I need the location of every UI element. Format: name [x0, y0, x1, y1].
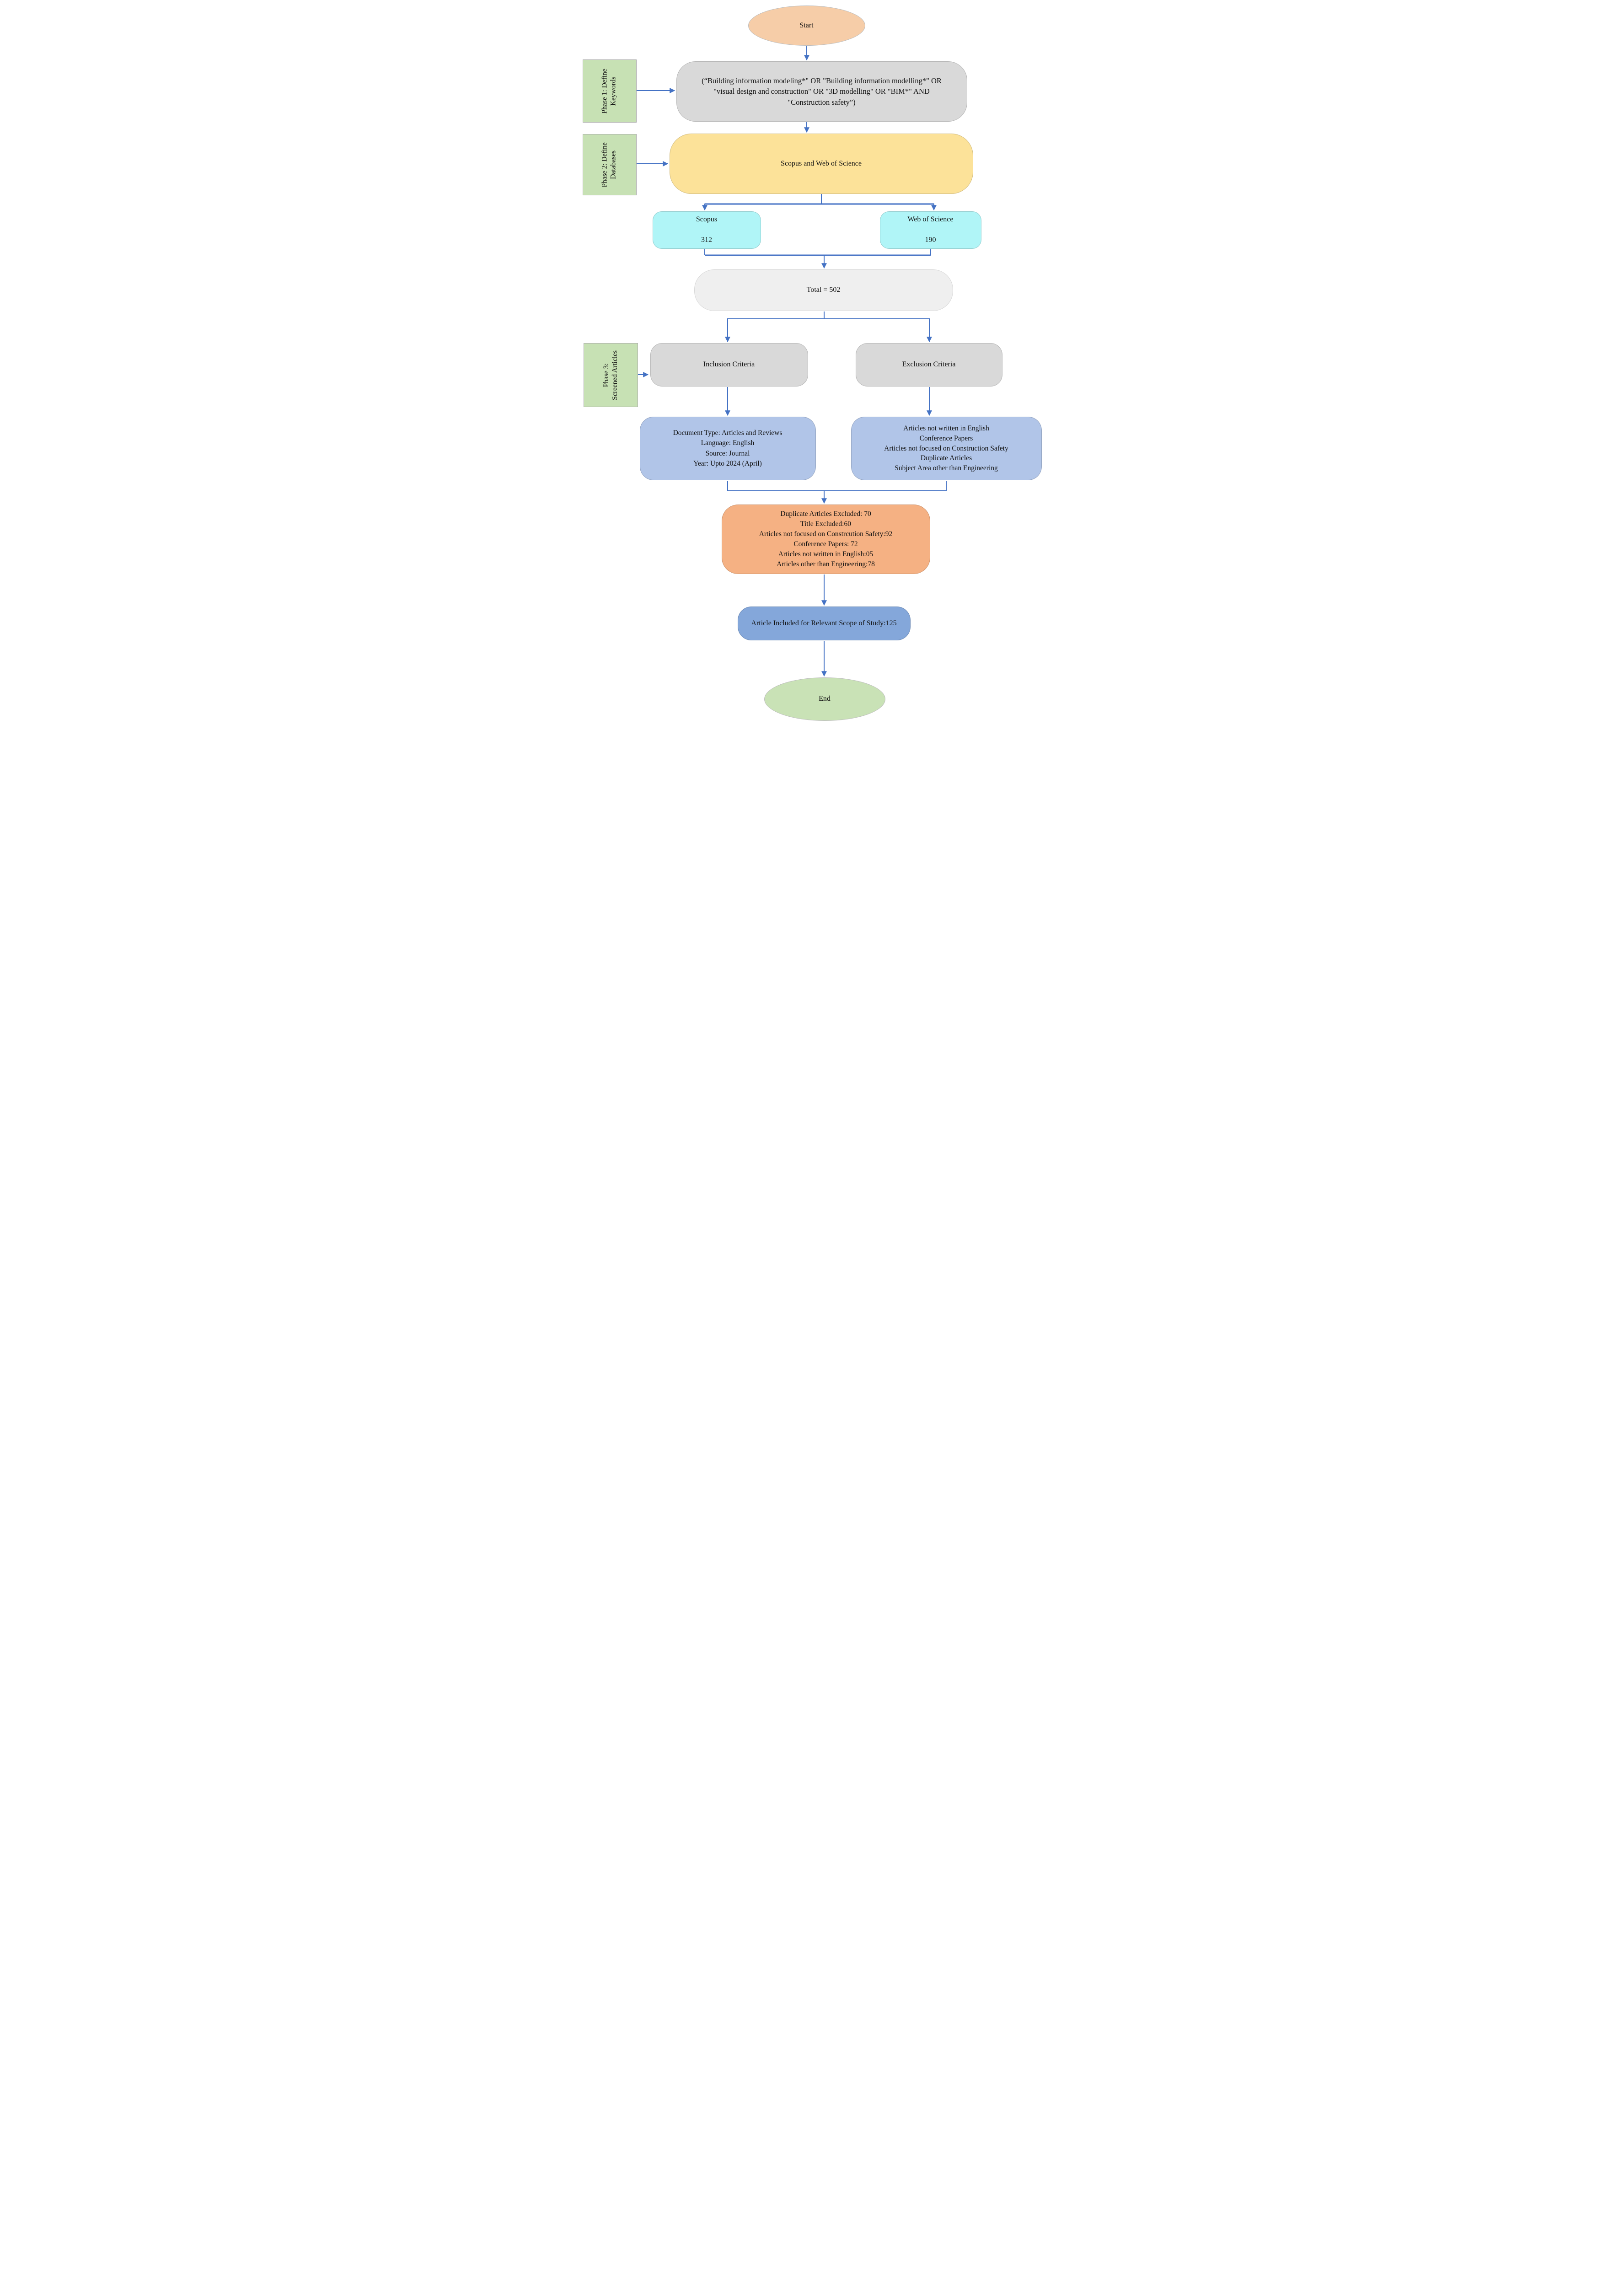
exclusion-details-node: Articles not written in English Conferen…	[851, 417, 1042, 480]
phase-1-label-box: Phase 1: Define Keywords	[582, 59, 637, 123]
screening-exclusions-node: Duplicate Articles Excluded: 70 Title Ex…	[721, 505, 930, 574]
web-of-science-count: 190	[925, 236, 936, 244]
phase-2-label: Phase 2: Define Databases	[601, 142, 618, 188]
inclusion-criteria-node: Inclusion Criteria	[650, 343, 808, 387]
start-node: Start	[748, 5, 865, 46]
total-node: Total = 502	[694, 269, 953, 311]
phase-3-label-box: Phase 3: Screened Articles	[583, 343, 638, 407]
phase-3-label: Phase 3: Screened Articles	[602, 350, 619, 400]
scopus-node: Scopus 312	[652, 211, 761, 249]
scopus-count: 312	[701, 236, 712, 244]
flowchart-canvas: Start Phase 1: Define Keywords (“Buildin…	[578, 0, 1046, 723]
end-node: End	[764, 677, 885, 721]
scopus-label: Scopus	[696, 215, 718, 223]
phase-1-label: Phase 1: Define Keywords	[601, 68, 618, 114]
exclusion-criteria-node: Exclusion Criteria	[855, 343, 1002, 387]
keywords-node: (“Building information modeling*" OR "Bu…	[676, 61, 967, 122]
included-articles-node: Article Included for Relevant Scope of S…	[737, 607, 911, 640]
inclusion-details-node: Document Type: Articles and Reviews Lang…	[639, 417, 816, 480]
web-of-science-label: Web of Science	[907, 215, 954, 223]
databases-node: Scopus and Web of Science	[669, 134, 973, 194]
phase-2-label-box: Phase 2: Define Databases	[582, 134, 637, 195]
web-of-science-node: Web of Science 190	[879, 211, 981, 249]
